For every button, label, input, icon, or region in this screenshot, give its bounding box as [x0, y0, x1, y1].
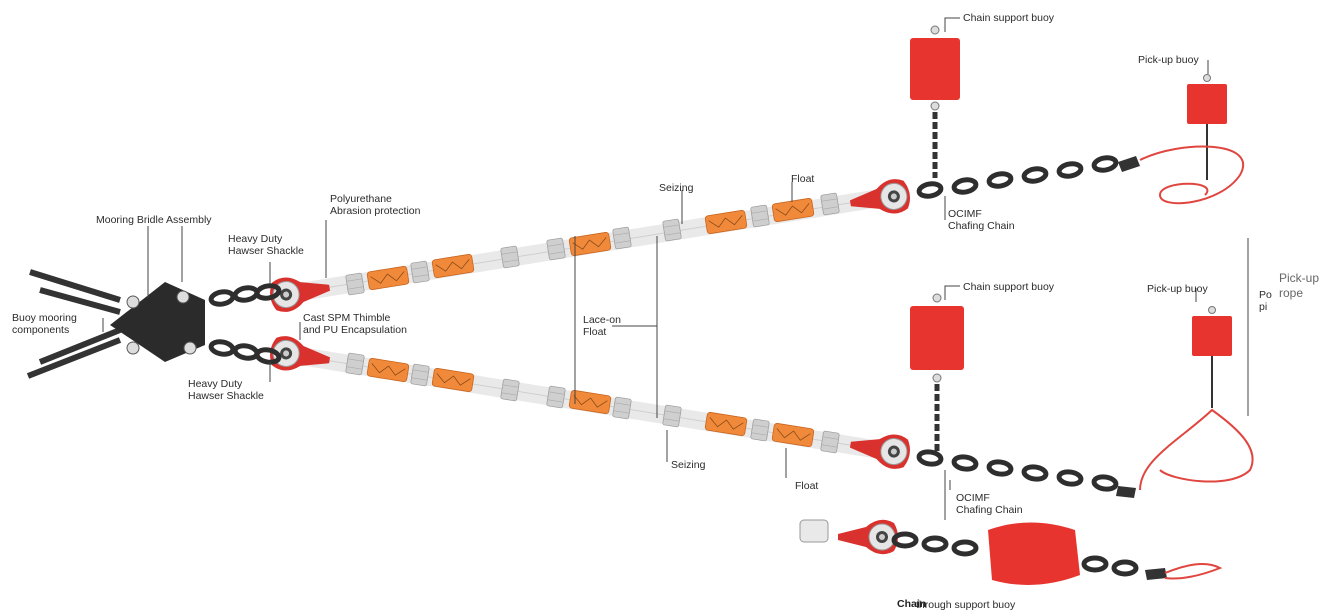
label-pickup-rope-partial-line1: Po [1259, 289, 1272, 301]
bottom-chafing-chain [918, 451, 1136, 498]
label-ocimf-top-line1: OCIMF [948, 208, 982, 220]
label-chain: Chain [897, 598, 927, 610]
label-chain-support-buoy-top: Chain support buoy [963, 12, 1055, 24]
label-hd-hawser-bottom-line1: Heavy Duty [188, 378, 243, 390]
label-ocimf-bottom-line2: Chafing Chain [956, 504, 1023, 516]
label-pickup-rope-partial-line2: pi [1259, 301, 1268, 313]
label-float-top: Float [791, 173, 815, 185]
label-ocimf-bottom: OCIMF Chafing Chain [956, 492, 1023, 516]
leader-lines [102, 17, 1249, 520]
label-hd-hawser-top-line2: Hawser Shackle [228, 245, 304, 257]
label-pickup-rope-line2: rope [1279, 286, 1304, 300]
label-hd-hawser-bottom-line2: Hawser Shackle [188, 390, 264, 402]
bottom-hawser-line [267, 333, 913, 472]
chain-through-support-buoy-assembly [799, 519, 1223, 585]
label-buoy-mooring-line2: components [12, 324, 70, 336]
label-lace-on-line2: Float [583, 326, 607, 338]
top-hawser-line [267, 176, 913, 315]
label-hd-hawser-top: Heavy Duty Hawser Shackle [228, 233, 304, 257]
label-seizing-bottom: Seizing [671, 459, 706, 471]
bottom-chain-support-buoy [910, 293, 964, 452]
label-pickup-rope-partial: Po pi [1259, 289, 1272, 313]
top-chain-support-buoy [910, 25, 960, 178]
label-chain-support-buoy-bottom: Chain support buoy [963, 281, 1055, 293]
label-pickup-buoy-top: Pick-up buoy [1138, 54, 1199, 66]
label-seizing-top: Seizing [659, 182, 694, 194]
label-ocimf-top: OCIMF Chafing Chain [948, 208, 1015, 232]
label-float-bottom: Float [795, 480, 819, 492]
label-polyurethane-line2: Abrasion protection [330, 205, 421, 217]
label-polyurethane-line1: Polyurethane [330, 193, 392, 205]
label-pickup-buoy-bottom: Pick-up buoy [1147, 283, 1208, 295]
label-polyurethane: Polyurethane Abrasion protection [330, 193, 420, 217]
label-hd-hawser-top-line1: Heavy Duty [228, 233, 283, 245]
top-pickup-buoy [1139, 74, 1244, 205]
label-mooring-bridle-assembly: Mooring Bridle Assembly [96, 214, 212, 226]
label-hd-hawser-bottom: Heavy Duty Hawser Shackle [188, 378, 264, 402]
label-cast-spm: Cast SPM Thimble and PU Encapsulation [303, 312, 407, 336]
label-cast-spm-line2: and PU Encapsulation [303, 324, 407, 336]
label-lace-on-line1: Lace-on [583, 314, 621, 326]
mooring-bridle-assembly [26, 269, 280, 379]
top-chafing-chain [918, 156, 1140, 198]
label-through-support-buoy: through support buoy [916, 599, 1016, 611]
label-ocimf-bottom-line1: OCIMF [956, 492, 990, 504]
label-ocimf-top-line2: Chafing Chain [948, 220, 1015, 232]
label-pickup-rope-line1: Pick-up [1279, 271, 1320, 285]
label-pickup-rope: Pick-up rope [1279, 271, 1319, 301]
label-cast-spm-line1: Cast SPM Thimble [303, 312, 391, 324]
label-lace-on-float: Lace-on Float [583, 314, 621, 338]
label-buoy-mooring: Buoy mooring components [12, 312, 77, 336]
label-buoy-mooring-line1: Buoy mooring [12, 312, 77, 324]
bottom-pickup-buoy [1139, 306, 1254, 491]
